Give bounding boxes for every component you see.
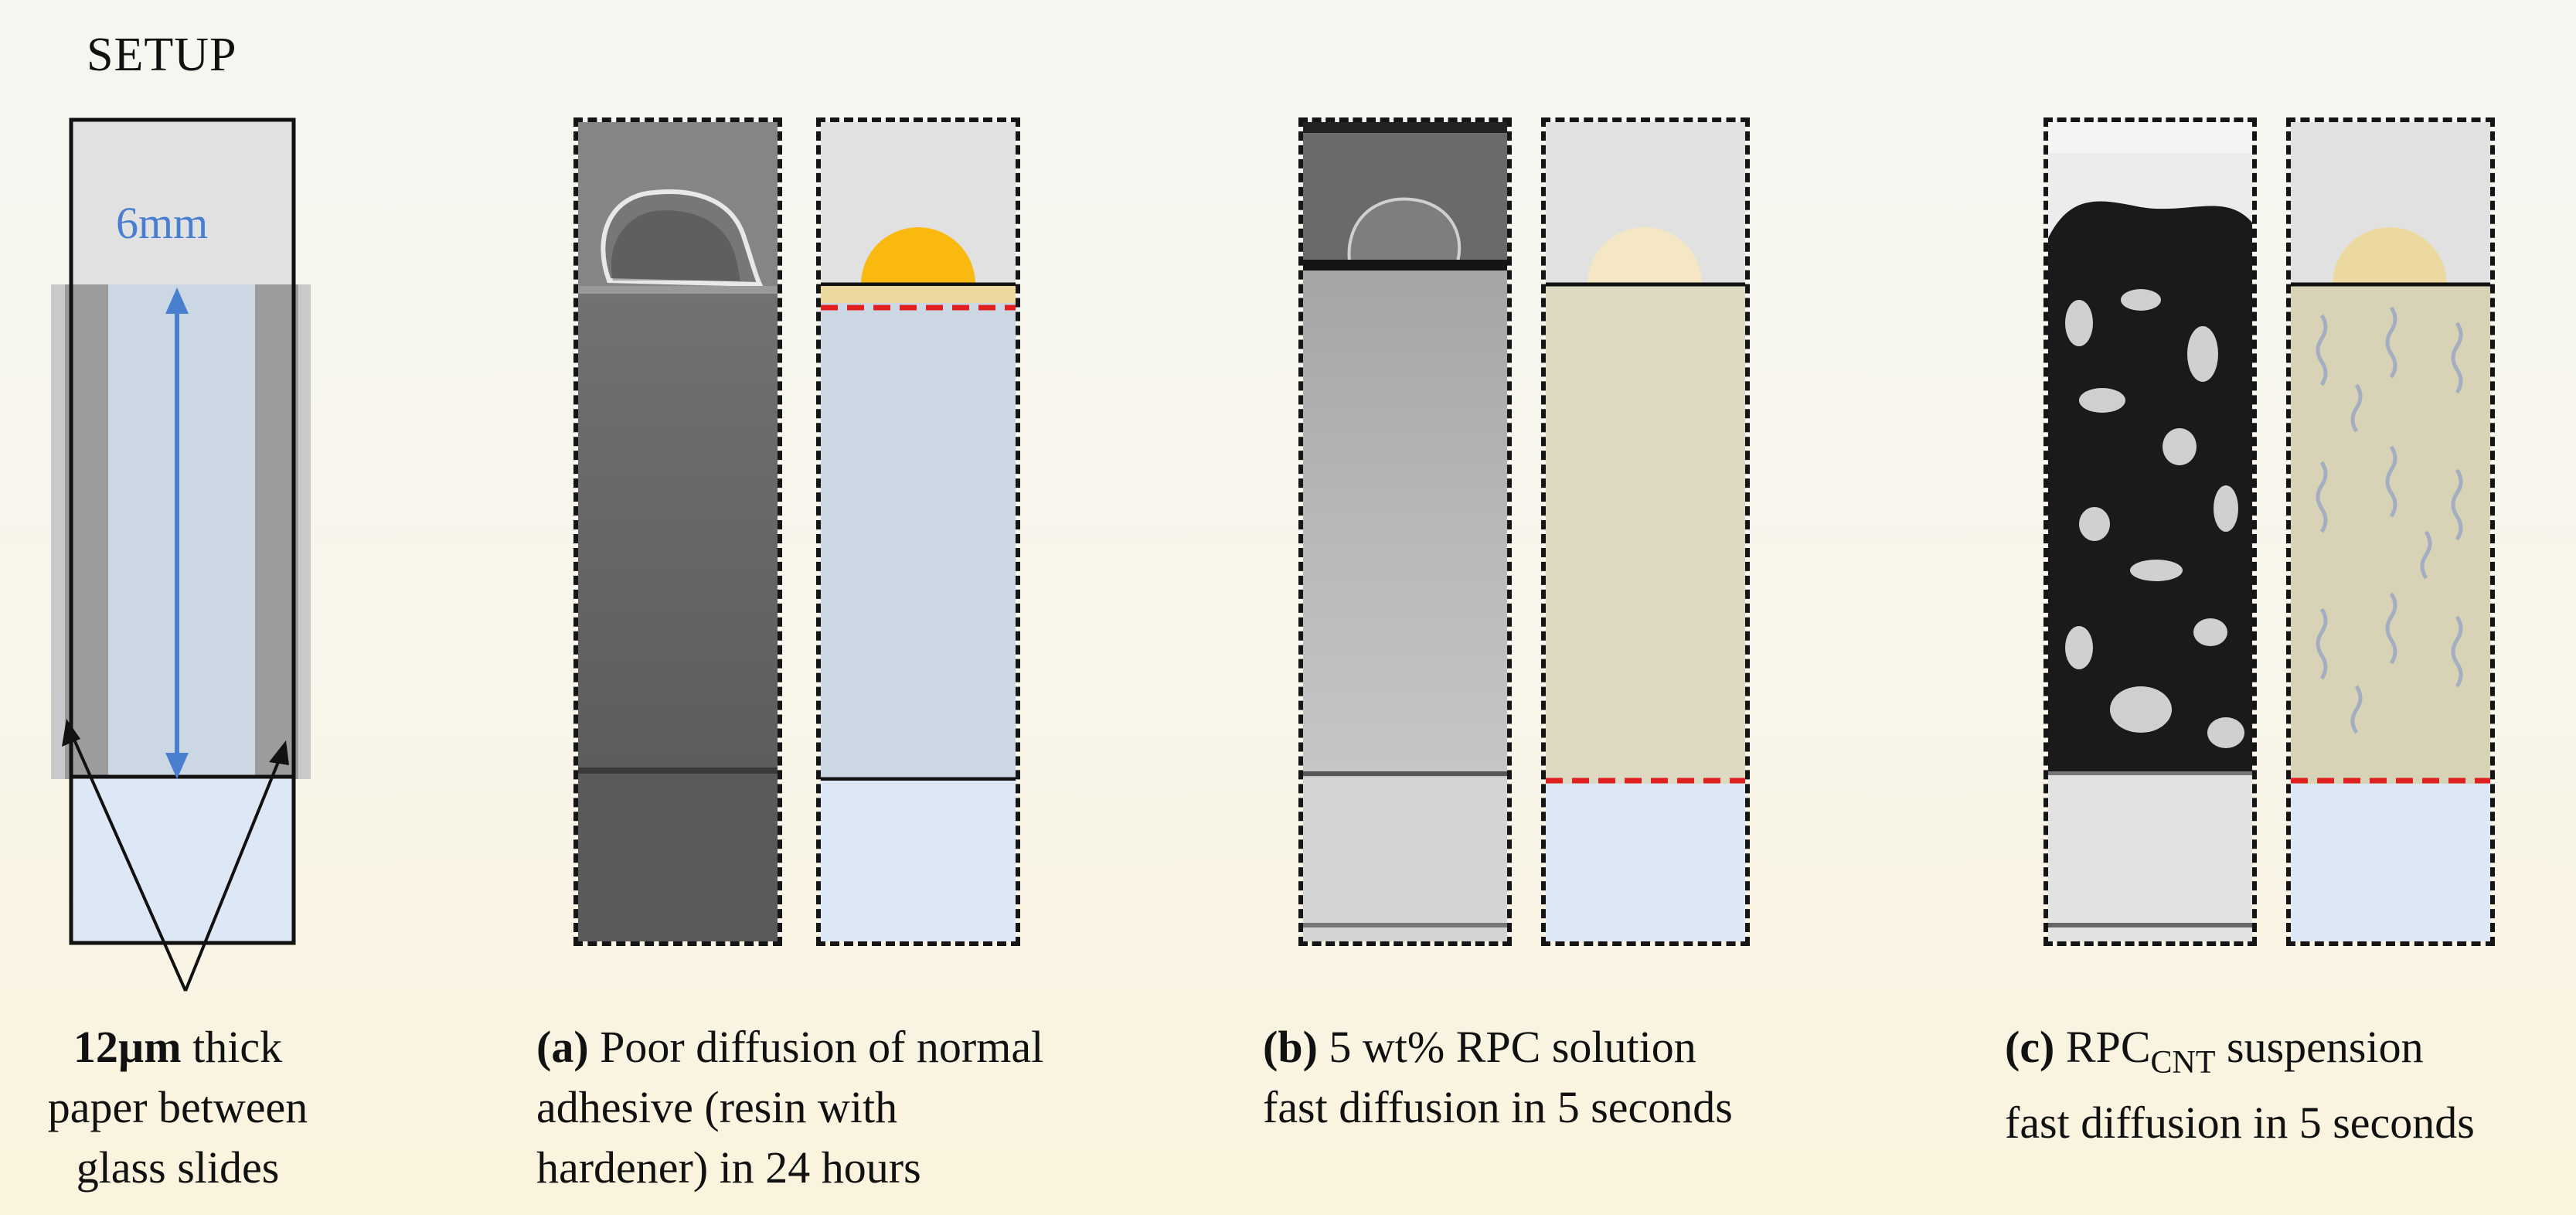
photo-a [573,117,782,946]
setup-schematic [51,117,311,992]
cnt-squiggles [2316,306,2463,734]
schematic-c [2286,117,2495,946]
top-glass-slide [69,117,296,292]
bottom-glass-slide [69,774,296,945]
right-paper-strip [255,284,298,779]
schematic-a [816,117,1020,946]
setup-caption: 12µm thick paper between glass slides [47,1022,308,1193]
cnt-drop [2333,227,2447,284]
adhesive-drop [861,227,975,284]
photo-c [2043,117,2257,946]
pointer-arrows [62,719,289,992]
schematic-b [1541,117,1750,946]
caption-a: (a) Poor diffusion of normal adhesive (r… [536,1022,1044,1193]
thickness-value: 12µm [73,1022,182,1072]
gap-channel [108,284,255,779]
dimension-label: 6mm [116,198,209,248]
dimension-arrow [165,288,189,779]
rpc-drop [1587,227,1702,284]
setup-title: SETUP [87,29,237,81]
photo-b [1298,117,1512,946]
caption-c: (c) RPCCNT suspension fast diffusion in … [2005,1022,2475,1148]
caption-b: (b) 5 wt% RPC solution fast diffusion in… [1263,1022,1733,1132]
